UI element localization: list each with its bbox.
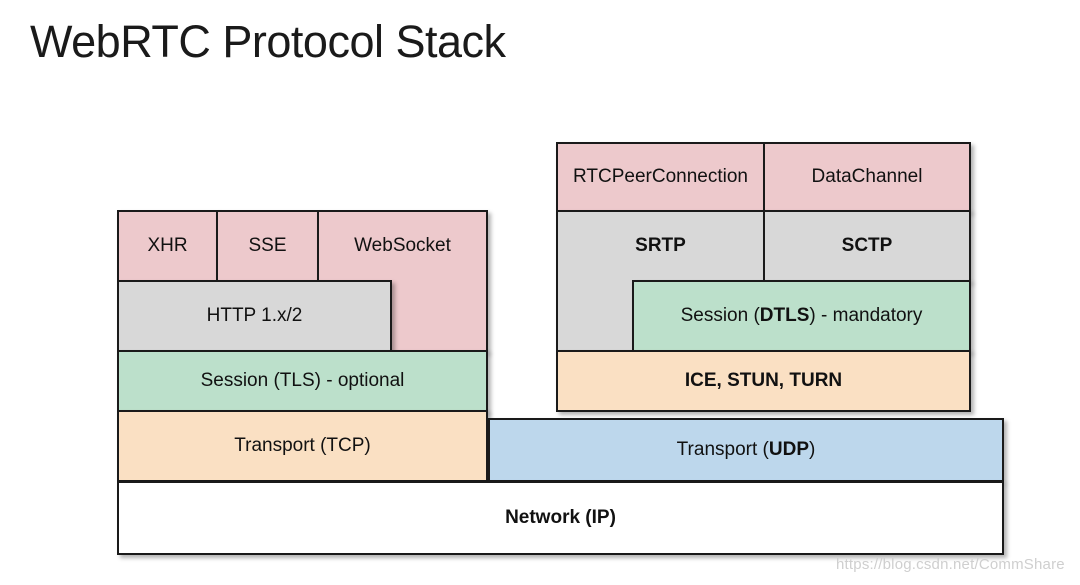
block-session-tls-label: Session (TLS) - optional bbox=[200, 369, 405, 391]
block-sse: SSE bbox=[216, 210, 319, 282]
block-datachannel-label: DataChannel bbox=[811, 165, 923, 187]
block-transport-udp: Transport (UDP) bbox=[488, 418, 1004, 482]
block-transport-udp-suffix: ) bbox=[809, 438, 816, 460]
block-session-dtls-label: Session (DTLS) - mandatory bbox=[680, 304, 923, 327]
block-session-tls: Session (TLS) - optional bbox=[117, 350, 488, 412]
block-rtcpeerconnection: RTCPeerConnection bbox=[556, 142, 765, 212]
block-sctp-label: SCTP bbox=[841, 234, 893, 256]
block-ice-stun-turn-label: ICE, STUN, TURN bbox=[684, 369, 843, 391]
block-network-ip: Network (IP) bbox=[117, 481, 1004, 555]
block-websocket-label: WebSocket bbox=[354, 234, 451, 256]
block-transport-tcp-label: Transport (TCP) bbox=[234, 434, 371, 456]
block-transport-tcp: Transport (TCP) bbox=[117, 410, 488, 482]
block-transport-udp-label: Transport (UDP) bbox=[676, 438, 816, 461]
block-sse-label: SSE bbox=[248, 234, 287, 256]
block-xhr-label: XHR bbox=[147, 234, 188, 256]
block-xhr: XHR bbox=[117, 210, 218, 282]
block-session-dtls-suffix: ) - mandatory bbox=[809, 304, 923, 326]
block-datachannel: DataChannel bbox=[763, 142, 971, 212]
block-session-dtls-emphasis: DTLS bbox=[759, 304, 810, 326]
page-title: WebRTC Protocol Stack bbox=[30, 16, 506, 67]
block-network-ip-label: Network (IP) bbox=[505, 506, 616, 528]
block-transport-udp-prefix: Transport ( bbox=[676, 438, 769, 460]
block-session-dtls-prefix: Session ( bbox=[680, 304, 760, 326]
block-transport-udp-emphasis: UDP bbox=[768, 438, 809, 460]
block-sctp: SCTP bbox=[763, 210, 971, 282]
block-http-label: HTTP 1.x/2 bbox=[206, 304, 303, 326]
block-session-dtls: Session (DTLS) - mandatory bbox=[632, 280, 971, 352]
block-ice-stun-turn: ICE, STUN, TURN bbox=[556, 350, 971, 412]
block-srtp-label: SRTP bbox=[635, 234, 686, 256]
block-http: HTTP 1.x/2 bbox=[117, 280, 392, 352]
block-rtcpeerconnection-label: RTCPeerConnection bbox=[573, 165, 748, 187]
